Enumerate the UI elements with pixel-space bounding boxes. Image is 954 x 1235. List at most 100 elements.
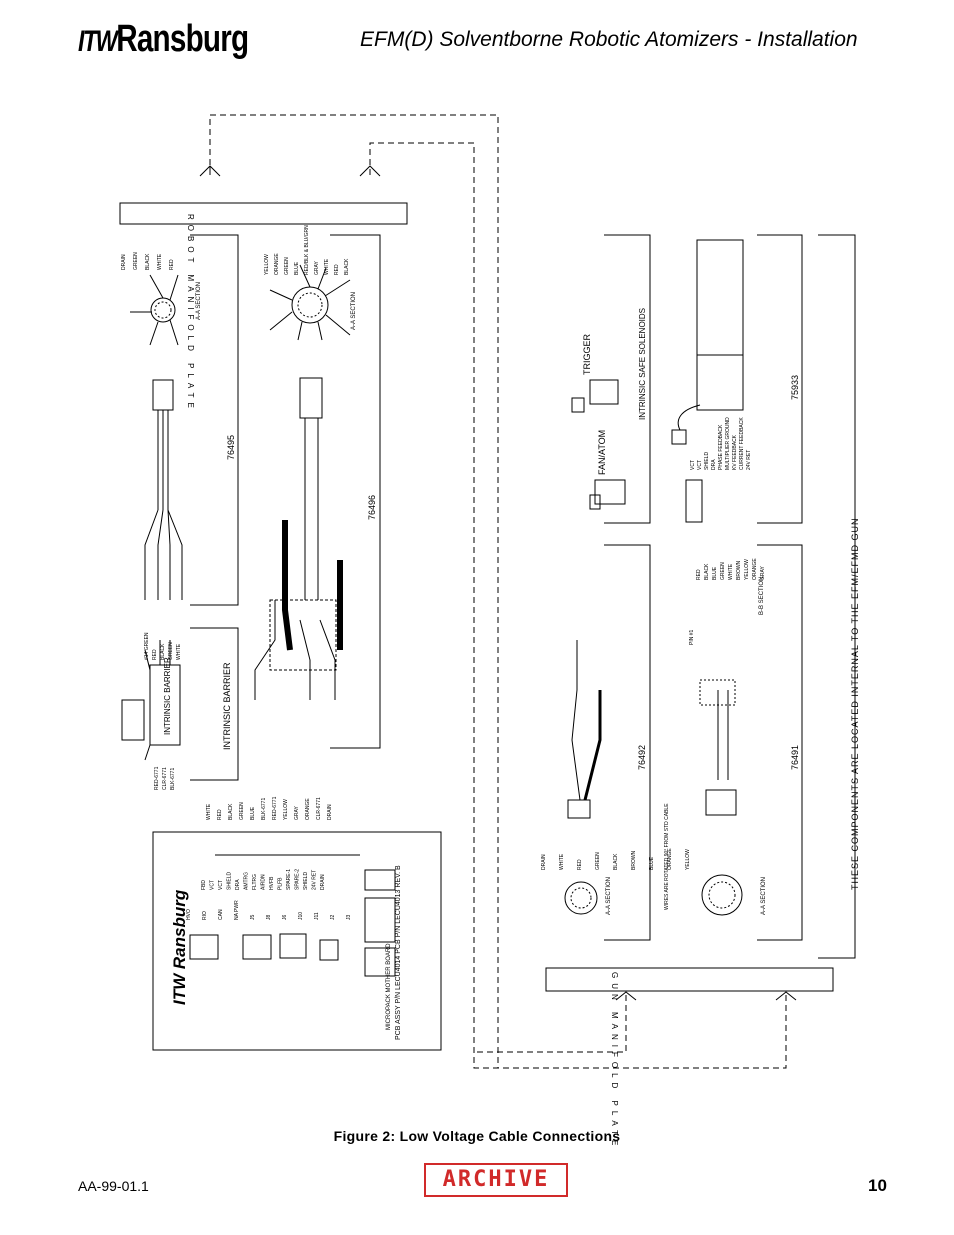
wire-label: BLUE: [294, 261, 300, 275]
page-number: 10: [868, 1176, 887, 1195]
wire-label: CURRENT FEEDBACK: [739, 417, 745, 470]
wire-label: FLTRG: [252, 874, 258, 890]
wire-label: RED: [152, 649, 158, 660]
wire-label: RED-6771: [272, 796, 278, 820]
section-bb: B-B SECTION: [759, 577, 765, 615]
wire-label: VCT: [210, 880, 216, 890]
connector-76491-face: [701, 874, 743, 916]
internal-note: THESE COMPONENTS ARE LOCATED INTERNAL TO…: [850, 517, 860, 890]
cable-76496-label: 76496: [367, 495, 377, 520]
pin-label: PIN #1: [689, 629, 695, 645]
wire-label: RED: [696, 569, 702, 580]
section-aa-76492: A-A SECTION: [606, 877, 612, 915]
wire-label: GRAY: [294, 806, 300, 820]
intrinsic-barrier-box: [149, 664, 181, 746]
wire-label: SPARE-2: [295, 869, 301, 890]
cable-76495-label: 76495: [226, 435, 236, 460]
wire-label: GREEN: [168, 642, 174, 660]
wire-label: J6: [282, 915, 288, 921]
wire-label: DRAIN: [320, 874, 326, 890]
wire-label: BLK-6771: [170, 768, 176, 790]
wire-label: VCT: [697, 460, 703, 470]
wire-label: WHITE: [728, 563, 734, 580]
wire-label: BLACK: [160, 643, 166, 660]
pcb-note-board: MICROPACK MOTHER BOARD: [386, 943, 392, 1030]
section-aa-76491: A-A SECTION: [761, 877, 767, 915]
wire-label: GREEN: [595, 852, 601, 870]
wire-label: NA PWR: [234, 900, 240, 920]
wire-label: DRAIN: [121, 254, 127, 270]
wire-label: VCT: [218, 880, 224, 890]
wire-label: WHITE: [176, 643, 182, 660]
wire-label: GREEN: [239, 802, 245, 820]
itw-ransburg-logo: ITWRansburg: [78, 18, 249, 61]
logo-brand: Ransburg: [116, 18, 249, 60]
wire-label: WHITE: [157, 253, 163, 270]
wire-label: ORANGE: [752, 558, 758, 580]
wire-label: RED: [217, 809, 223, 820]
wire-label: ORANGE: [305, 798, 311, 820]
pcb-board: [152, 831, 442, 1051]
wire-label: WHITE: [324, 258, 330, 275]
wire-label: YELLOW: [283, 799, 289, 820]
connector-76492-face: [564, 881, 598, 915]
wire-label: BLUE: [649, 856, 655, 870]
wire-label: BROWN: [631, 850, 637, 870]
wire-label: GREEN: [720, 562, 726, 580]
wire-label: SPARE-1: [286, 869, 292, 890]
wire-label: J5: [250, 915, 256, 921]
page-title: EFM(D) Solventborne Robotic Atomizers - …: [360, 28, 858, 51]
gun-plate-label: GUN MANIFOLD PLATE: [610, 972, 619, 1150]
wire-label: BLUE: [250, 806, 256, 820]
wire-label: HVFB: [269, 876, 275, 890]
cable-76492-label: 76492: [637, 745, 647, 770]
wire-label: ORANGE: [667, 848, 673, 870]
wire-label: 24V RET: [746, 450, 752, 470]
robot-plate-label: ROBOT MANIFOLD PLATE: [186, 214, 195, 413]
wire-label: SHIELD: [227, 872, 233, 890]
pcb-note-assy: PCB ASSY P/N LECU4014 PCB P/N LECU4013 R…: [395, 865, 402, 1040]
wire-label: YELLOW: [264, 254, 270, 275]
wire-label: GRAY: [760, 566, 766, 580]
wire-label: DRA: [235, 879, 241, 890]
solenoids-label: INTRINSIC SAFE SOLENOIDS: [638, 308, 647, 420]
logo-prefix: ITW: [78, 25, 118, 58]
wire-label: BROWN: [736, 560, 742, 580]
cable-75933-label: 75933: [790, 375, 800, 400]
wire-label: HVO: [186, 909, 192, 920]
dashed-cable-route-inner: [369, 142, 787, 1069]
intrinsic-barrier-label: INTRINSIC BARRIER: [222, 662, 232, 750]
wire-label: CAN: [218, 909, 224, 920]
wire-label: SHIELD: [704, 452, 710, 470]
section-aa-76495: A-A SECTION: [196, 282, 202, 320]
trigger-label: TRIGGER: [582, 333, 592, 375]
wire-label: PHASE FEEDBACK: [718, 424, 724, 470]
wire-label: CLR-6771: [316, 797, 322, 820]
fork-icon: [615, 991, 637, 1001]
wire-label: SHIELD: [303, 872, 309, 890]
archive-stamp: ARCHIVE: [424, 1163, 568, 1197]
wire-label: GREEN: [133, 252, 139, 270]
wire-label: BLACK: [704, 563, 710, 580]
wire-label: RED-6771: [154, 766, 160, 790]
wire-label: J11: [314, 912, 320, 920]
wire-label: GREEN: [284, 257, 290, 275]
wire-label: DRAIN: [541, 854, 547, 870]
figure-caption: Figure 2: Low Voltage Cable Connections: [333, 1128, 621, 1144]
wire-label: WHITE: [559, 853, 565, 870]
wire-label: BLUE: [712, 566, 718, 580]
wire-label: RED/BLK & BLU/GRN: [304, 225, 310, 275]
wire-label: VCT: [690, 460, 696, 470]
wire-label: KV FEEDBACK: [732, 434, 738, 470]
robot-manifold-plate: [119, 202, 408, 225]
wire-label: J2: [330, 915, 336, 921]
wire-label: DRAIN: [327, 804, 333, 820]
section-aa-76496: A-A SECTION: [351, 292, 357, 330]
wire-label: WHITE: [206, 803, 212, 820]
fork-icon: [199, 165, 221, 177]
wire-label: DRA: [711, 459, 717, 470]
gun-manifold-plate: [545, 967, 834, 992]
wire-label: GRAY: [314, 261, 320, 275]
connector-76496-face: [291, 286, 329, 324]
